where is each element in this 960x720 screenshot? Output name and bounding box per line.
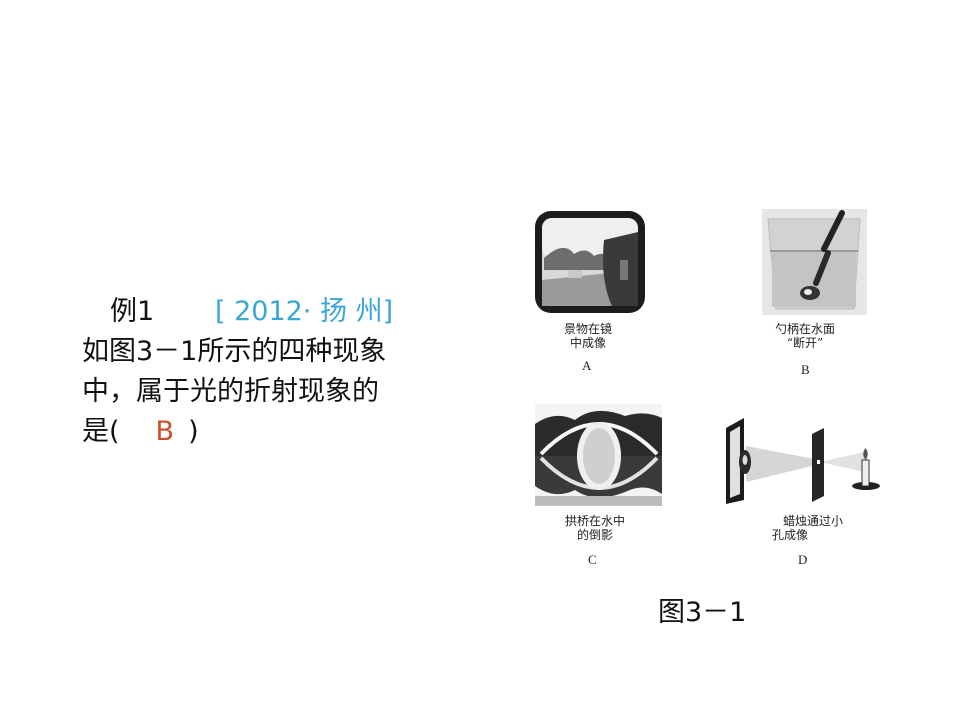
- figure-panel-b-letter: B: [801, 362, 810, 377]
- question-source: [ 2012· 扬 州]: [215, 296, 394, 327]
- figure-panel-b-caption: 勺柄在水面 “断开”: [760, 322, 850, 350]
- figure-panel-b-caption-line2: “断开”: [786, 336, 824, 350]
- question-line-3-prefix: 是(: [82, 416, 120, 447]
- figure-panel-d-letter: D: [798, 552, 808, 567]
- figure-caption: 图3－1: [658, 597, 747, 628]
- figure-panel-c-image: [535, 404, 662, 506]
- figure-panel-d-caption-line1: 蜡烛通过小: [782, 514, 843, 528]
- figure-panel-d-caption-line2: 孔成像: [772, 528, 809, 542]
- figure-panel-a-caption: 景物在镜 中成像: [548, 322, 628, 350]
- question-block: 例1 [ 2012· 扬 州] 如图3－1所示的四种现象 中，属于光的折射现象的…: [82, 292, 452, 452]
- question-answer: B: [155, 416, 175, 447]
- figure-panel-a-image: [534, 210, 646, 314]
- figure-panel-b-caption-line1: 勺柄在水面: [774, 322, 835, 336]
- figure-panel-c-caption-line2: 的倒影: [576, 528, 613, 542]
- question-line-3-suffix: ): [188, 416, 199, 447]
- figure-panel-d-image: [724, 416, 884, 506]
- figure-panel-c-caption: 拱桥在水中 的倒影: [550, 514, 640, 542]
- figure-panel-d-caption: 蜡烛通过小 孔成像: [768, 514, 858, 542]
- figure-panel-c-letter: C: [588, 552, 597, 567]
- figure-panel-c-caption-line1: 拱桥在水中: [564, 514, 625, 528]
- question-line-1: 如图3－1所示的四种现象: [82, 336, 387, 367]
- figure-panel-a-caption-line2: 中成像: [569, 336, 606, 350]
- figure-panel-a-caption-line1: 景物在镜: [563, 322, 612, 336]
- question-label: 例1: [110, 296, 155, 327]
- figure-panel-b-image: [762, 209, 867, 315]
- question-header: 例1 [ 2012· 扬 州]: [82, 292, 452, 332]
- question-line-3: 是( B): [82, 412, 452, 452]
- question-line-2: 中，属于光的折射现象的: [82, 376, 379, 407]
- figure-panel-a-letter: A: [582, 358, 592, 373]
